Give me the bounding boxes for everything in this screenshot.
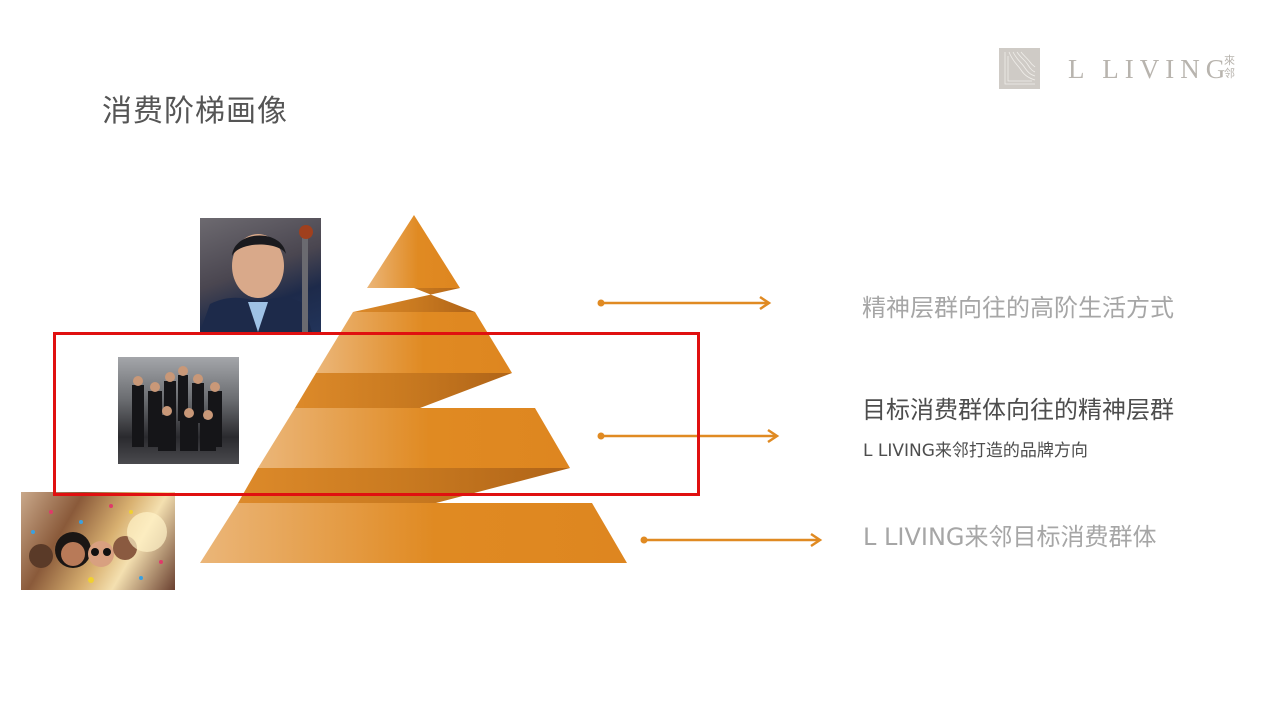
level-3-label: L LIVING来邻目标消费群体 (863, 523, 1157, 551)
pyramid-tier-3 (258, 408, 570, 468)
logo-cn-mark: 來邻 (1224, 54, 1235, 80)
photo-party-crowd (21, 492, 175, 590)
arrow-level-3 (640, 532, 823, 548)
photo-group-formal (118, 357, 239, 464)
level-2-label: 目标消费群体向往的精神层群 (862, 396, 1174, 424)
pyramid-tier-4 (200, 503, 627, 563)
arrow-level-2 (597, 428, 780, 444)
pyramid-connector-1 (353, 288, 475, 312)
logo-mark-icon (999, 48, 1040, 89)
photo-portrait-cellist (200, 218, 321, 332)
page-title: 消费阶梯画像 (102, 94, 288, 129)
pyramid-connector-2 (295, 373, 512, 408)
level-1-label: 精神层群向往的高阶生活方式 (862, 294, 1174, 322)
pyramid-tier-2 (316, 312, 512, 373)
pyramid-tier-top (367, 215, 460, 288)
logo-wordmark: L LIVING (1068, 54, 1232, 84)
level-2-sublabel: L LIVING来邻打造的品牌方向 (863, 441, 1088, 461)
highlight-box-level-2 (53, 332, 700, 496)
arrow-level-1 (597, 295, 772, 311)
